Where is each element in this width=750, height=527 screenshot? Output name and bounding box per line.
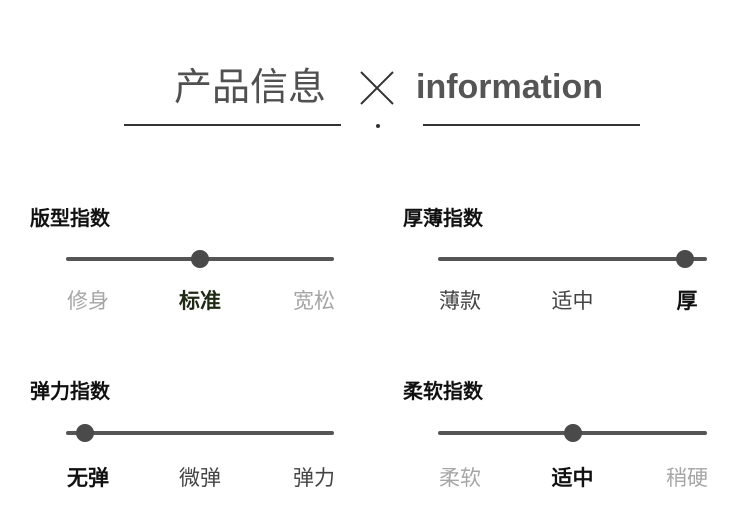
thickness-option-label: 适中 — [551, 289, 594, 313]
title-chinese: 产品信息 — [173, 65, 326, 109]
thickness-option-label: 厚 — [676, 289, 698, 313]
softness-option-label: 柔软 — [439, 466, 481, 490]
divider-dot — [376, 124, 380, 128]
fit-option-label: 宽松 — [293, 289, 335, 313]
fit-option-label: 标准 — [179, 289, 221, 313]
divider-left — [124, 124, 341, 126]
elasticity-option-label: 微弹 — [179, 466, 221, 490]
thickness-option-label: 薄款 — [439, 289, 481, 313]
thickness-slider-knob — [676, 250, 695, 268]
fit-option-label: 修身 — [67, 289, 109, 313]
thickness-index-title: 厚薄指数 — [403, 206, 483, 230]
thickness-slider-track — [438, 257, 707, 261]
elasticity-index-title: 弹力指数 — [30, 379, 110, 403]
softness-option-label: 适中 — [551, 466, 594, 490]
elasticity-option-label: 弹力 — [293, 466, 335, 490]
elasticity-slider-knob — [75, 424, 94, 442]
softness-option-label: 稍硬 — [666, 466, 708, 490]
fit-slider-knob — [191, 250, 209, 268]
title-english: information — [416, 68, 603, 106]
divider-right — [423, 124, 640, 126]
fit-index-title: 版型指数 — [30, 206, 110, 230]
cross-icon — [360, 71, 394, 105]
softness-index-title: 柔软指数 — [403, 379, 483, 403]
elasticity-slider-track — [66, 431, 334, 435]
elasticity-option-label: 无弹 — [67, 466, 109, 490]
softness-slider-knob — [563, 424, 582, 442]
